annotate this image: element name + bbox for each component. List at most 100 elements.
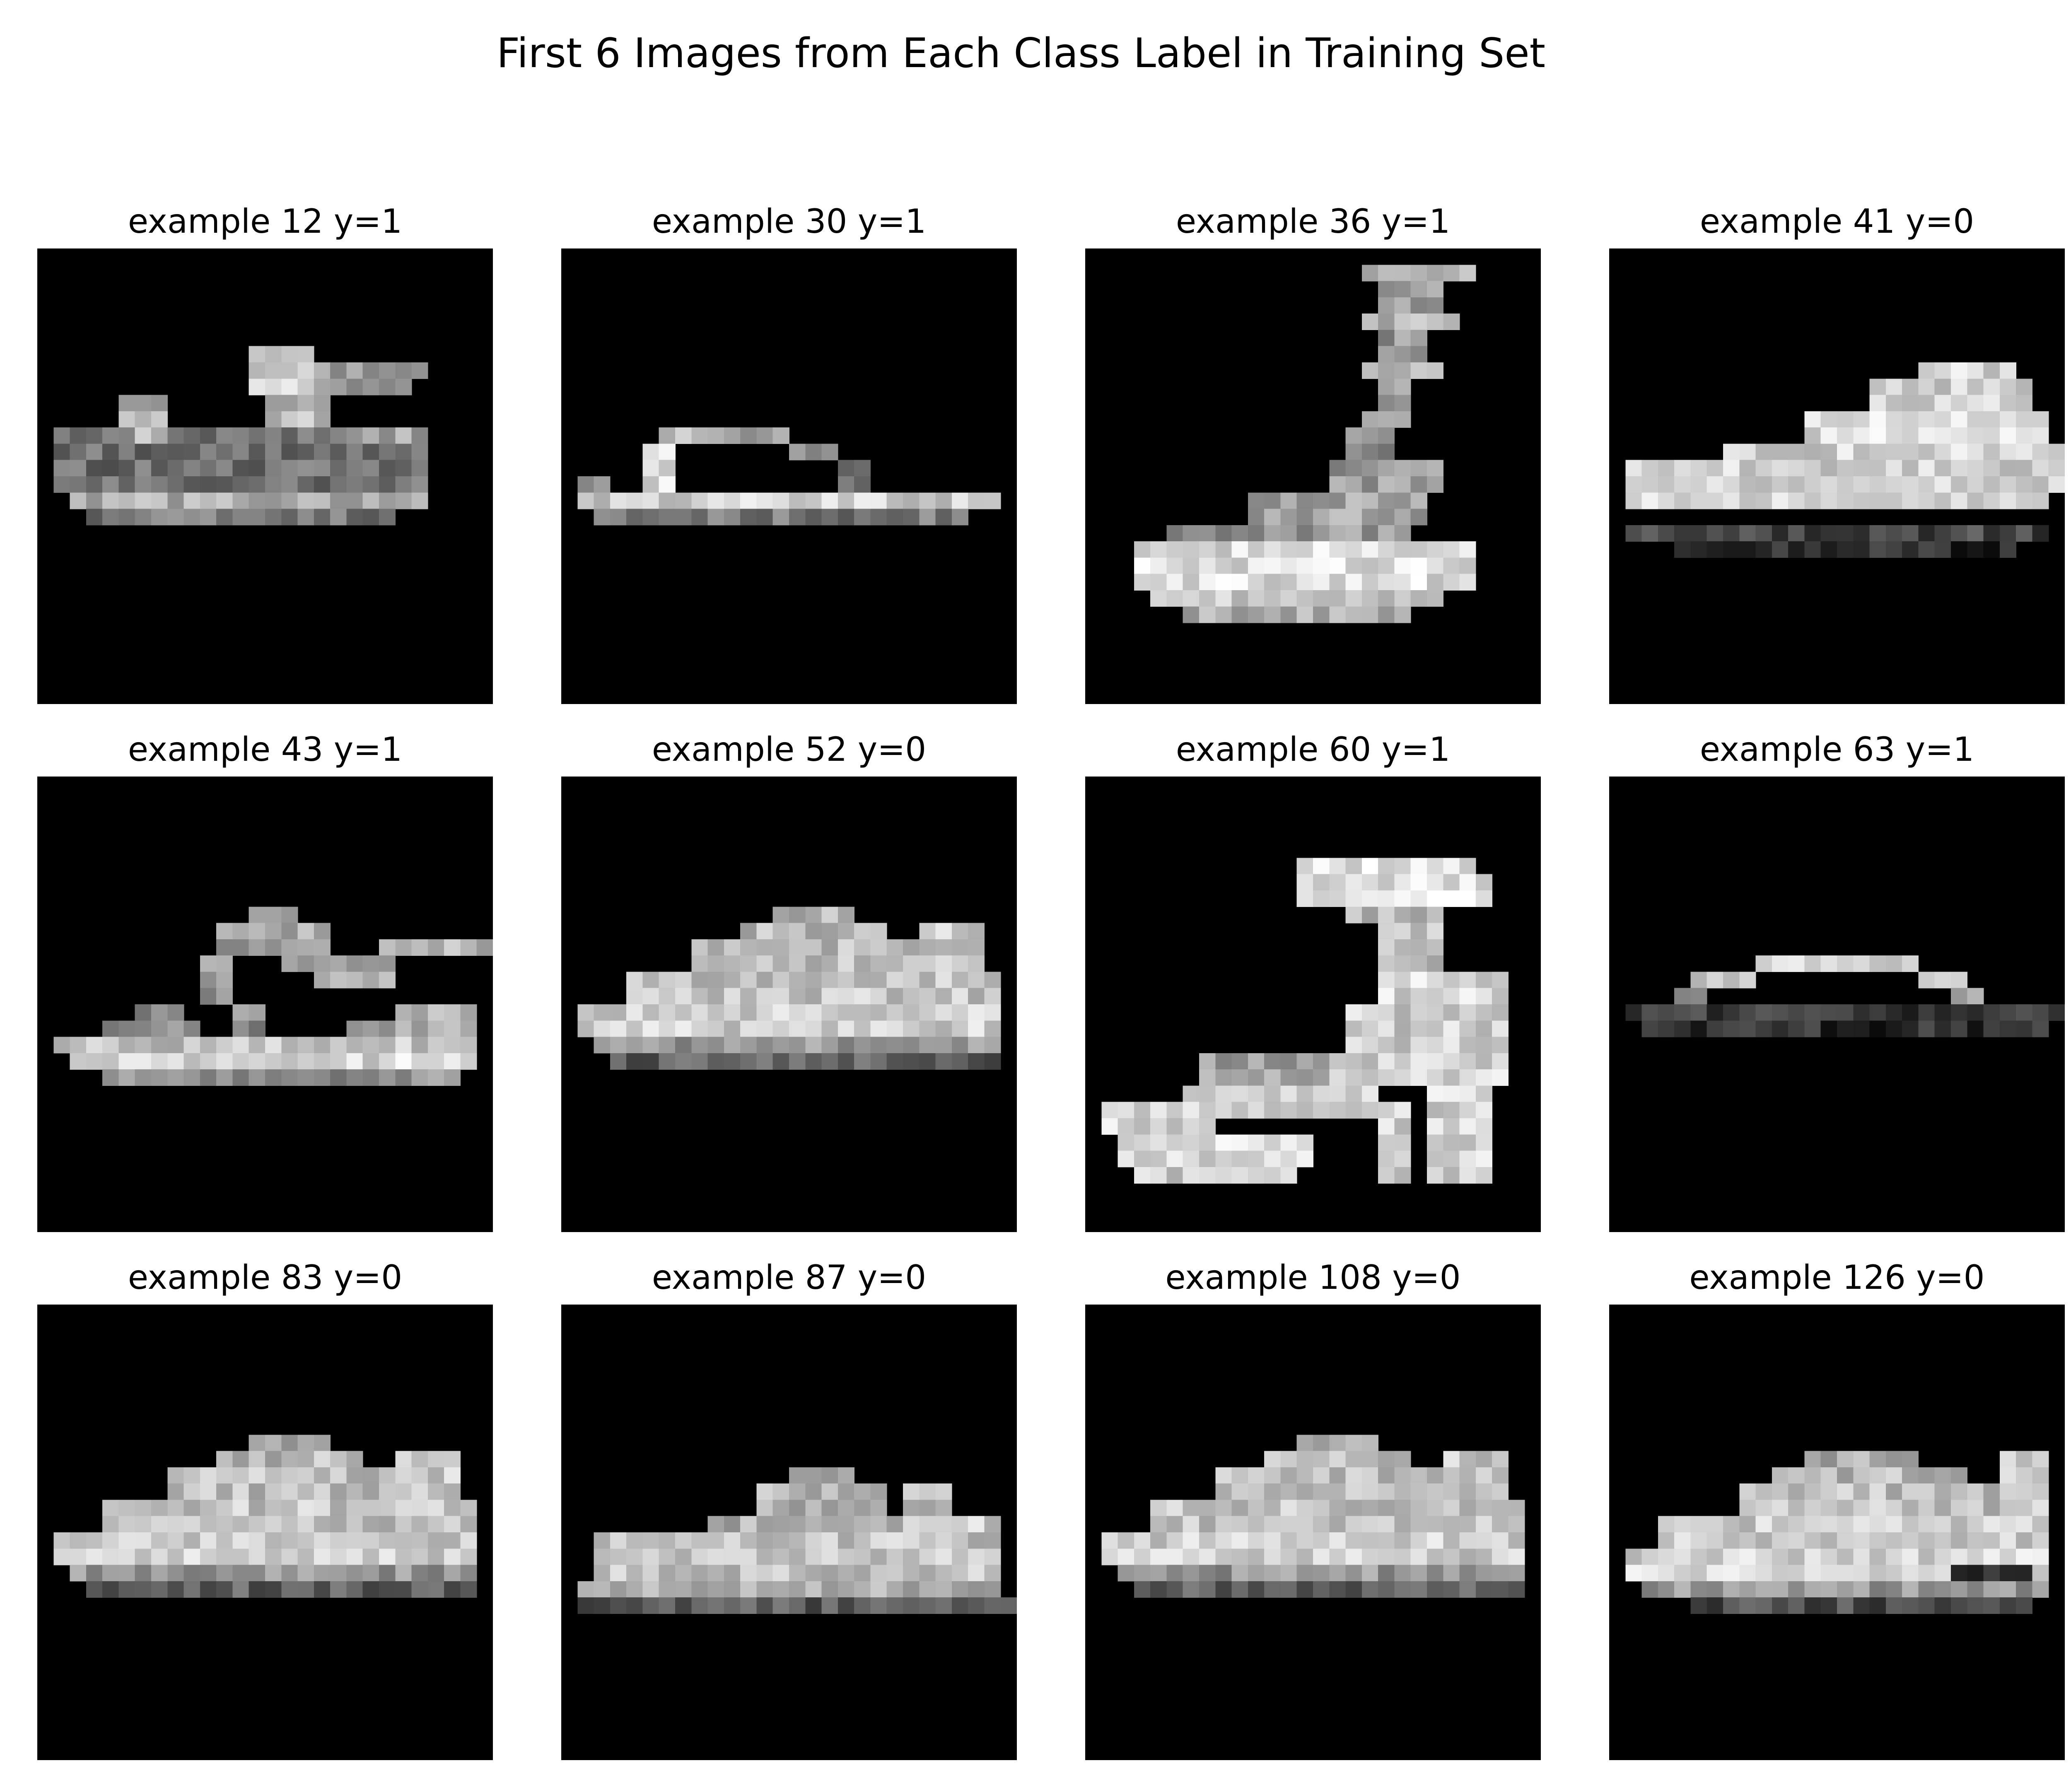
pixel: [1329, 1500, 1346, 1517]
pixel: [1345, 427, 1362, 444]
pixel: [968, 1532, 985, 1549]
pixel: [724, 939, 741, 956]
pixel: [1707, 1516, 1723, 1533]
pixel: [1215, 525, 1232, 542]
pixel: [1788, 1467, 1805, 1484]
pixel: [1707, 1597, 1723, 1614]
pixel: [151, 1500, 168, 1517]
pixel: [1983, 427, 2000, 444]
pixel: [1641, 1548, 1658, 1565]
pixel: [1361, 874, 1378, 891]
pixel: [642, 1565, 659, 1582]
pixel: [1410, 362, 1427, 379]
pixel: [70, 1565, 87, 1582]
pixel: [70, 476, 87, 493]
pixel: [984, 1053, 1001, 1070]
pixel: [1101, 1532, 1118, 1549]
pixel: [870, 923, 887, 940]
pixel: [411, 1467, 428, 1484]
pixel: [1410, 972, 1427, 989]
pixel: [707, 1037, 724, 1054]
pixel: [249, 1451, 266, 1468]
pixel: [1739, 1020, 1756, 1037]
pixel: [1248, 1069, 1265, 1086]
pixel: [330, 460, 347, 477]
pixel: [2032, 1516, 2049, 1533]
pixel: [1820, 1004, 1837, 1021]
pixel: [1264, 606, 1281, 623]
pixel: [789, 972, 806, 989]
pixel: [265, 1532, 282, 1549]
pixel: [1869, 395, 1886, 412]
pixel: [1967, 1597, 1984, 1614]
pixel: [1329, 492, 1346, 509]
pixel: [1788, 1548, 1805, 1565]
pixel: [756, 509, 773, 526]
pixel: [216, 1467, 233, 1484]
pixel: [756, 1532, 773, 1549]
pixel: [265, 1435, 282, 1452]
pixel: [1837, 1483, 1854, 1500]
pixel: [1150, 1548, 1167, 1565]
pixel: [1723, 1597, 1740, 1614]
pixel: [1459, 1102, 1476, 1119]
pixel: [1707, 1565, 1723, 1582]
pixel: [968, 1053, 985, 1070]
pixel: [1378, 297, 1395, 314]
pixel: [151, 509, 168, 526]
pixel: [821, 972, 838, 989]
pixel: [2016, 379, 2033, 396]
pixel: [249, 939, 266, 956]
pixel: [1443, 1004, 1460, 1021]
pixel: [1345, 1037, 1362, 1054]
pixel: [1788, 1004, 1805, 1021]
pixel: [2016, 1004, 2033, 1021]
pixel: [854, 492, 871, 509]
pixel: [1475, 1085, 1492, 1102]
pixel: [903, 1565, 920, 1582]
pixel: [135, 395, 152, 412]
pixel: [249, 362, 266, 379]
pixel: [805, 1004, 822, 1021]
pixel: [1967, 1532, 1984, 1549]
pixel: [1885, 411, 1902, 428]
pixel: [1739, 492, 1756, 509]
pixel: [346, 362, 363, 379]
pixel: [577, 476, 594, 493]
pixel: [281, 395, 298, 412]
pixel: [379, 955, 396, 972]
pixel: [1280, 1102, 1297, 1119]
pixel: [232, 1532, 249, 1549]
pixel: [216, 460, 233, 477]
pixel: [1410, 955, 1427, 972]
pixel: [281, 492, 298, 509]
pixel: [427, 1581, 444, 1598]
pixel: [2048, 444, 2065, 461]
pixel: [903, 939, 920, 956]
pixel: [200, 427, 217, 444]
pixel: [1183, 1548, 1200, 1565]
pixel: [805, 1581, 822, 1598]
pixel: [1820, 1020, 1837, 1037]
pixel: [1231, 1167, 1248, 1184]
pixel: [984, 1020, 1001, 1037]
pixel: [444, 1483, 461, 1500]
pixel: [200, 1467, 217, 1484]
pixel: [740, 972, 757, 989]
pixel: [1280, 525, 1297, 542]
pixel: [444, 1069, 461, 1086]
pixel: [1378, 955, 1395, 972]
pixel: [1508, 1548, 1525, 1565]
pixel: [1902, 1532, 1919, 1549]
pixel: [1934, 492, 1951, 509]
pixel: [1410, 1020, 1427, 1037]
pixel: [1837, 1500, 1854, 1517]
pixel: [1215, 1500, 1232, 1517]
pixel: [1707, 492, 1723, 509]
pixel: [1264, 1548, 1281, 1565]
pixel: [1934, 525, 1951, 542]
pixel: [183, 1020, 200, 1037]
pixel: [1313, 1102, 1330, 1119]
pixel: [1508, 1565, 1525, 1582]
pixel: [1410, 1548, 1427, 1565]
